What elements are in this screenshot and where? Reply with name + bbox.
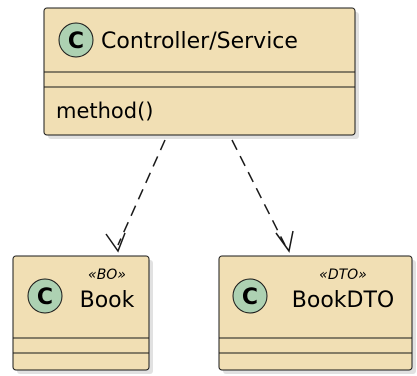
class-icon: C <box>27 278 63 314</box>
class-icon-letter: C <box>242 285 258 310</box>
class-name: Controller/Service <box>101 29 298 54</box>
class-icon-letter: C <box>68 29 84 54</box>
dependency-controller-to-book <box>105 139 166 253</box>
class-icon-letter: C <box>37 285 53 310</box>
class-icon: C <box>58 22 94 58</box>
class-name: Book <box>80 288 135 313</box>
class-controller-service[interactable]: C Controller/Service method() <box>43 7 359 139</box>
class-name: BookDTO <box>292 288 394 313</box>
class-bookdto[interactable]: C «DTO» BookDTO <box>218 255 416 374</box>
dependency-controller-to-bookdto <box>231 139 294 253</box>
class-stereotype: «DTO» <box>319 267 367 283</box>
class-icon: C <box>232 278 268 314</box>
class-stereotype: «BO» <box>88 267 126 283</box>
class-method: method() <box>56 99 153 123</box>
class-book[interactable]: C «BO» Book <box>12 255 153 374</box>
